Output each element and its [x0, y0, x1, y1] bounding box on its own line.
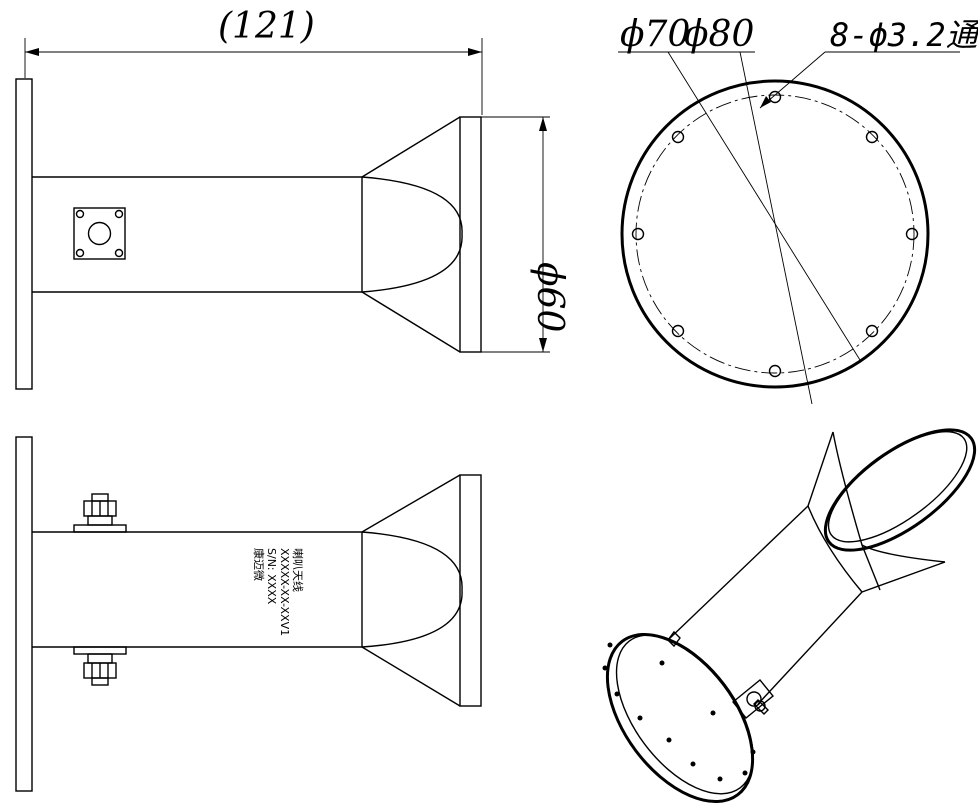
iso-horn-bottom [861, 561, 946, 593]
iso-body-top-edge [667, 505, 809, 641]
horn-bottom-edge-side [361, 646, 461, 707]
connector-hole [114, 209, 124, 219]
nameplate: 喇叭天线 XXXXX-XX-XXV1 S/N: XXXX 康迈微 [252, 548, 305, 636]
length-arrow-left [25, 48, 39, 56]
sma-connector-bottom [73, 646, 127, 686]
connector-hole [114, 248, 124, 258]
mounting-flange [15, 78, 33, 390]
diameter-arrow-bottom [539, 338, 547, 352]
iso-flange-holes [602, 642, 756, 782]
front-elevation-view: (121) ϕ60 [15, 6, 570, 390]
bolt-hole [631, 227, 645, 241]
bolt-hole [671, 324, 685, 338]
horn-inner-curve-side [361, 531, 463, 648]
end-view: ϕ70 ϕ80 8-ϕ3.2通 [618, 14, 978, 405]
bolt-hole [865, 324, 879, 338]
phi80-leader [739, 51, 813, 405]
iso-throat-curve [807, 505, 863, 593]
bolt-hole [768, 90, 782, 104]
connector-hole [75, 209, 85, 219]
nameplate-line4: 康迈微 [252, 548, 266, 581]
mounting-flange-side [15, 436, 33, 792]
iso-horn-seam [861, 544, 881, 591]
holes-text: 8-ϕ3.2通 [830, 16, 978, 54]
bolt-hole [671, 130, 685, 144]
iso-connector-nub [667, 630, 681, 648]
connector-bore [87, 221, 112, 246]
horn-inner-curve [361, 176, 463, 293]
length-arrow-right [468, 48, 482, 56]
connector-flange-square [73, 207, 126, 260]
isometric-view [602, 428, 977, 804]
horn-bottom-edge [361, 291, 461, 353]
nameplate-line1: 喇叭天线 [291, 548, 305, 592]
connector-hole [75, 248, 85, 258]
bolt-hole [768, 364, 782, 378]
horn-top-edge-side [361, 474, 461, 533]
side-elevation-view: 喇叭天线 XXXXX-XX-XXV1 S/N: XXXX 康迈微 [15, 436, 482, 792]
horn-top-edge [361, 116, 461, 178]
sma-connector-top [73, 493, 127, 533]
phi80-text: ϕ80 [684, 14, 754, 55]
outer-flange-circle [620, 79, 930, 389]
bolt-circle [635, 94, 915, 374]
length-dimension-text: (121) [218, 6, 315, 47]
iso-connector [732, 679, 774, 719]
nameplate-line2: XXXXX-XX-XXV1 [278, 548, 291, 636]
aperture-flange-side [459, 474, 482, 707]
iso-horn-inner [832, 431, 946, 563]
bolt-hole [865, 130, 879, 144]
iso-horn-top [807, 431, 834, 507]
nameplate-line3: S/N: XXXX [265, 548, 278, 605]
iso-body-bottom-edge [757, 591, 863, 705]
iso-mounting-flange [605, 632, 755, 804]
aperture-flange [459, 116, 482, 353]
bolt-hole [905, 227, 919, 241]
phi70-text: ϕ70 [620, 14, 690, 55]
holes-leader [759, 51, 826, 109]
diameter-dimension-text: ϕ60 [529, 262, 570, 332]
diameter-arrow-top [539, 117, 547, 131]
holes-leader-arrow [760, 96, 771, 108]
phi70-leader [667, 51, 861, 361]
iso-aperture-flange [823, 428, 977, 552]
